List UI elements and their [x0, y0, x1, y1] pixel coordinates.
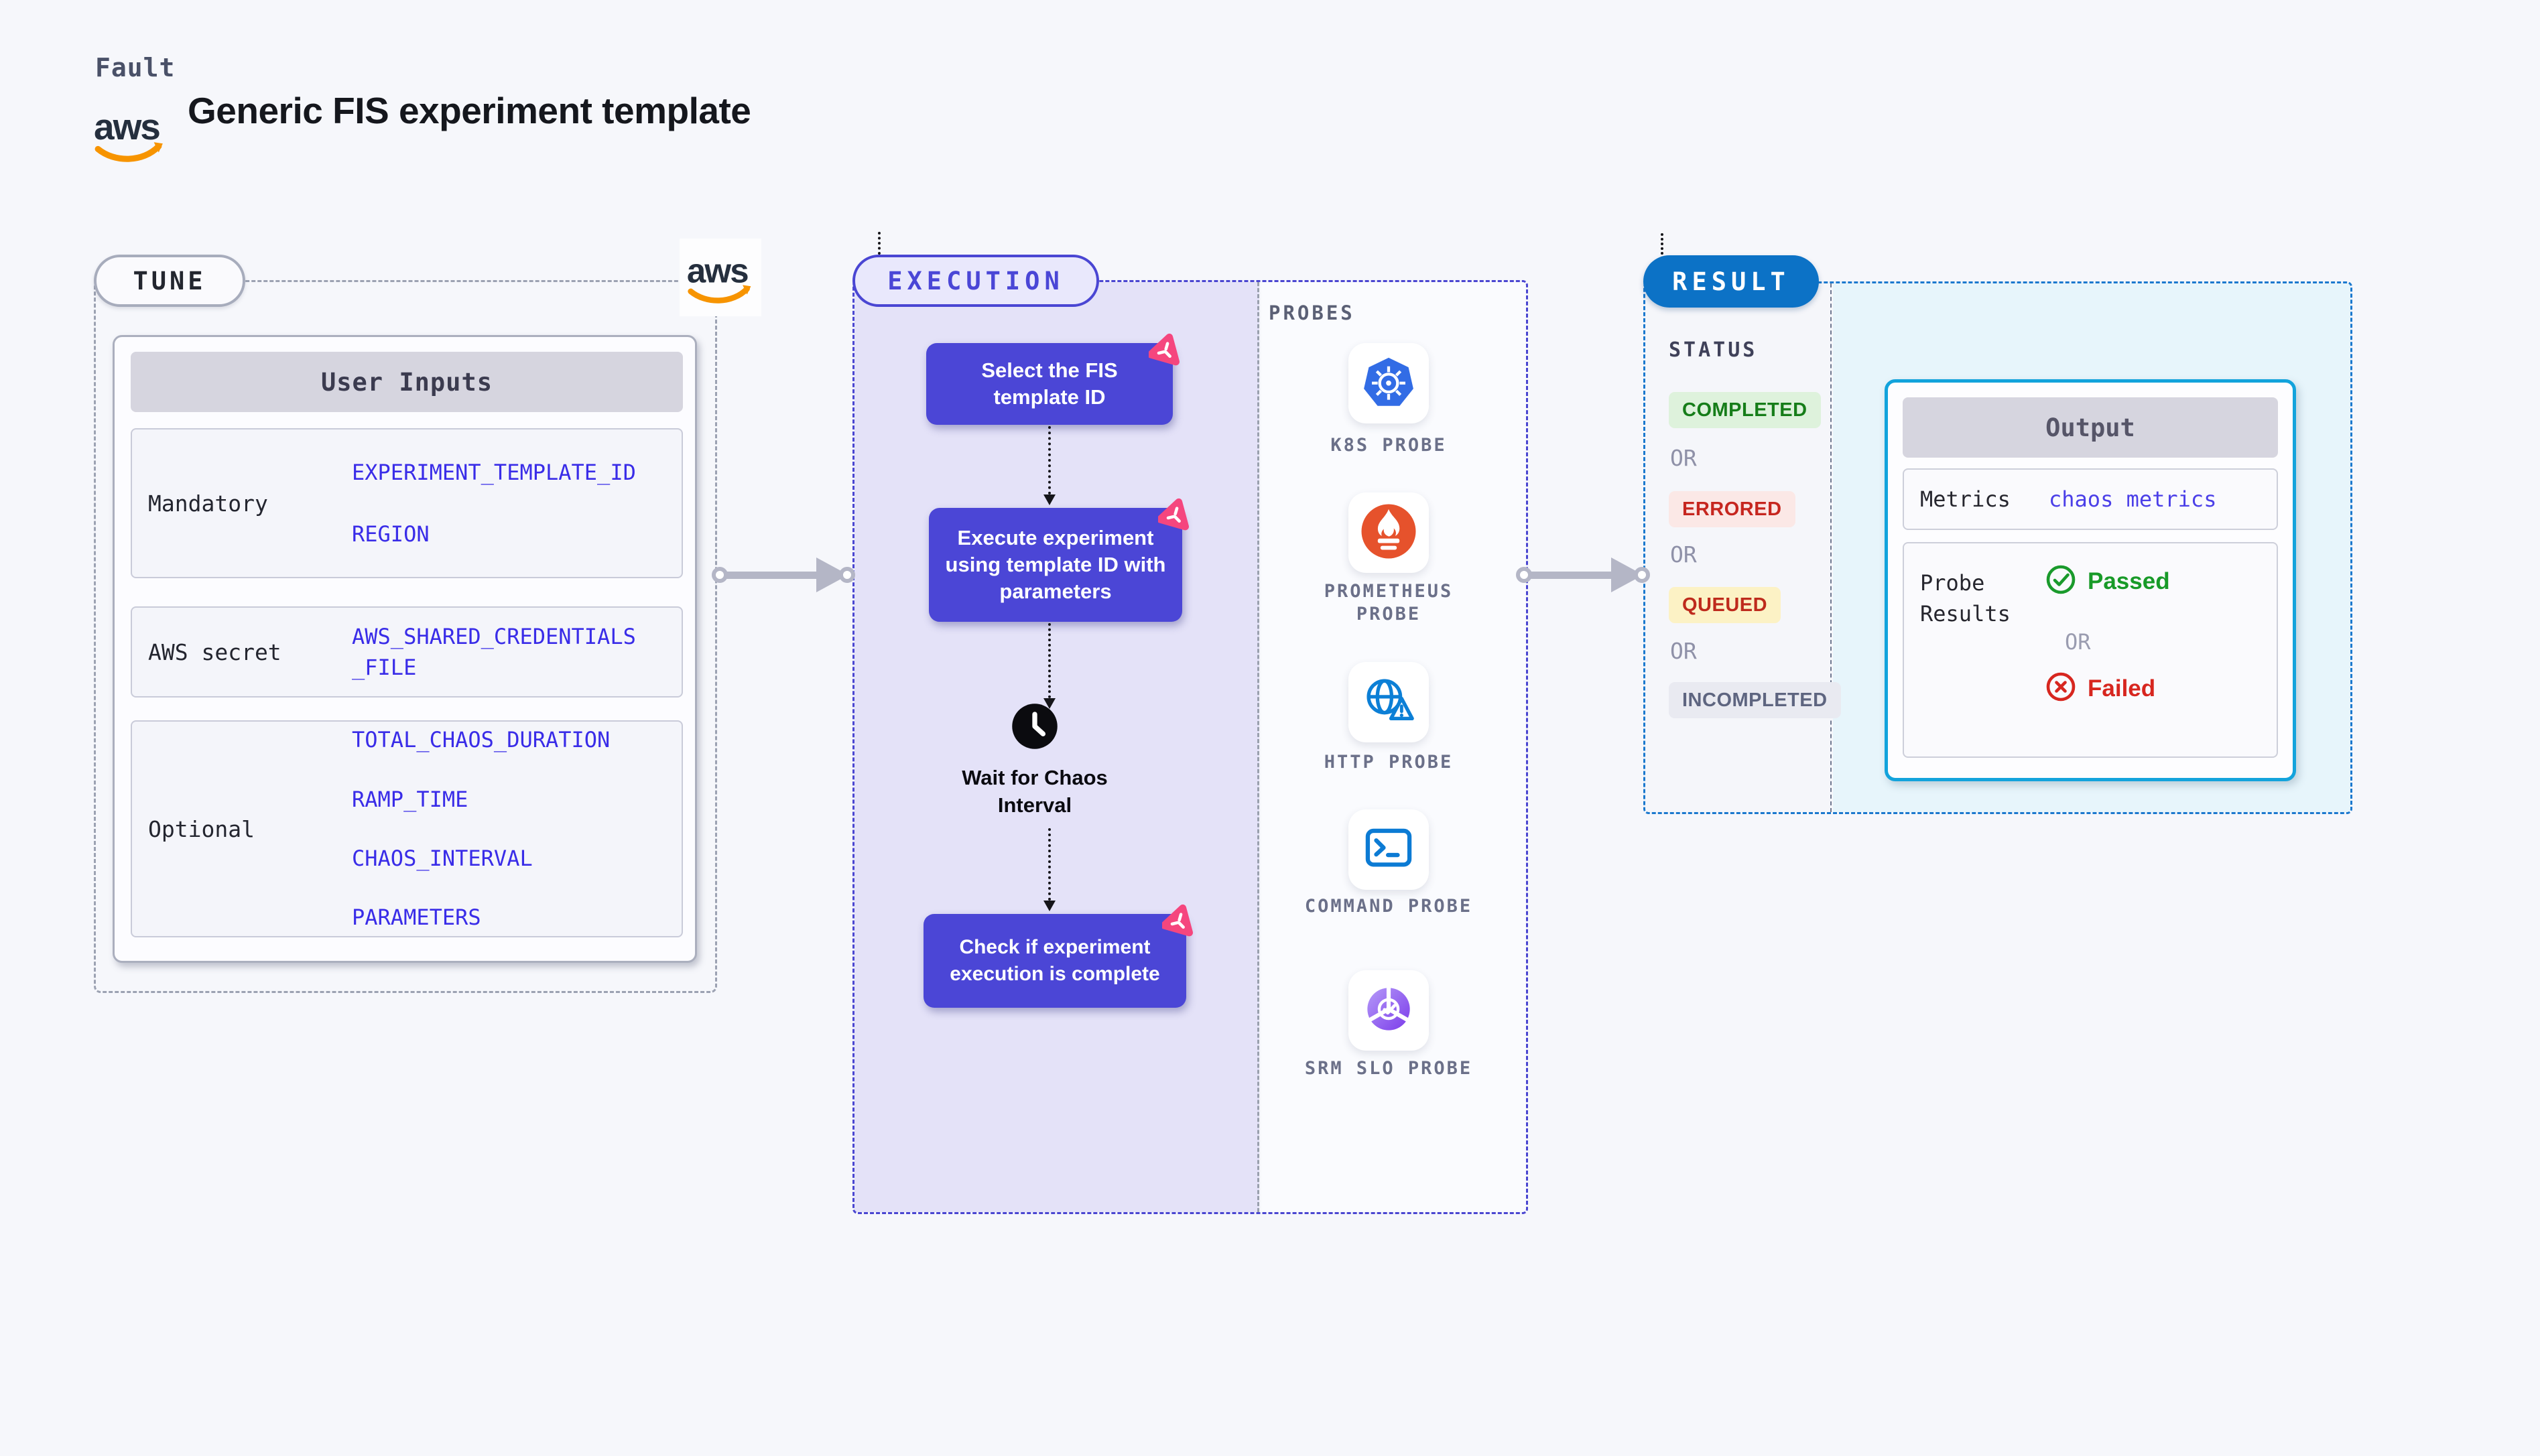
input-value: TOTAL_CHAOS_DURATION	[352, 727, 611, 753]
status-badge-queued: QUEUED	[1669, 587, 1781, 623]
probe-card-http	[1348, 662, 1429, 742]
failed-label: Failed	[2088, 675, 2156, 702]
step-label: Check if experiment execution is complet…	[950, 936, 1160, 985]
step-wait-label: Wait for Chaos Interval	[962, 766, 1108, 817]
tune-section-badge: TUNE	[94, 255, 245, 307]
input-value: EXPERIMENT_TEMPLATE_ID	[352, 459, 636, 485]
table-row-optional: Optional TOTAL_CHAOS_DURATION RAMP_TIME …	[131, 720, 683, 937]
metrics-label: Metrics	[1920, 486, 2011, 512]
output-title: Output	[1903, 397, 2278, 458]
status-title: STATUS	[1669, 338, 1758, 362]
arrow-execution-to-result	[1516, 557, 1650, 592]
arrow-shaft	[1529, 571, 1614, 579]
probe-card-command	[1348, 809, 1429, 890]
input-value: CHAOS_INTERVAL	[352, 846, 533, 871]
connector-dot	[1516, 567, 1532, 583]
check-circle-icon	[2045, 564, 2077, 599]
probe-results-row: Probe Results Passed OR	[1903, 542, 2278, 758]
metrics-row: Metrics chaos metrics	[1903, 468, 2278, 530]
probes-title: PROBES	[1269, 302, 1355, 324]
step-select-template: Select the FIS template ID	[926, 333, 1180, 425]
srm-slo-donut-icon	[1359, 980, 1418, 1042]
output-or-label: OR	[2065, 629, 2091, 655]
svg-text:aws: aws	[94, 106, 160, 147]
input-value: RAMP_TIME	[352, 786, 468, 812]
clock-icon	[1011, 702, 1059, 750]
chaos-experiment-badge-icon	[1160, 902, 1197, 937]
status-badge-errored: ERRORED	[1669, 491, 1795, 527]
row-label: Mandatory	[148, 490, 268, 517]
input-value: AWS_SHARED_CREDENTIALS_FILE	[352, 623, 636, 680]
step-label: Select the FIS template ID	[981, 358, 1118, 409]
probe-label: PROMETHEUS PROBE	[1324, 581, 1454, 624]
probe-label: SRM SLO PROBE	[1304, 1058, 1473, 1079]
flow-connector	[1043, 426, 1056, 505]
probe-label: K8S PROBE	[1330, 435, 1447, 456]
execution-flow-panel	[854, 282, 1259, 1212]
probe-label: HTTP PROBE	[1324, 752, 1454, 773]
probes-panel	[1261, 282, 1526, 1212]
chaos-experiment-badge-icon	[1156, 496, 1193, 531]
terminal-icon	[1360, 820, 1417, 880]
probe-card-srm-slo	[1348, 970, 1429, 1051]
input-value: PARAMETERS	[352, 905, 481, 931]
row-label: Optional	[148, 815, 255, 842]
output-card: Output Metrics chaos metrics Probe Resul…	[1885, 379, 2296, 781]
x-circle-icon	[2045, 671, 2077, 706]
probe-result-passed: Passed	[2045, 564, 2170, 599]
aws-logo-icon: aws	[92, 99, 168, 169]
probe-card-prometheus	[1348, 492, 1429, 573]
aws-logo-icon-tune: aws	[680, 239, 761, 316]
execution-section-container	[852, 280, 1528, 1214]
http-globe-icon	[1359, 671, 1418, 734]
flow-connector	[1043, 623, 1056, 709]
prometheus-icon	[1358, 501, 1419, 565]
metrics-value: chaos metrics	[2049, 486, 2217, 512]
brand-fault-label: Fault	[95, 53, 176, 82]
page-title: Generic FIS experiment template	[188, 90, 751, 131]
probe-label: COMMAND PROBE	[1304, 896, 1473, 917]
step-execute-experiment: Execute experiment using template ID wit…	[929, 498, 1189, 622]
kubernetes-icon	[1360, 353, 1417, 414]
arrow-shaft	[725, 571, 819, 579]
user-inputs-card: User Inputs Mandatory EXPERIMENT_TEMPLAT…	[113, 335, 697, 963]
step-label: Execute experiment using template ID wit…	[945, 526, 1166, 603]
connector-dot	[1634, 567, 1650, 583]
step-check-complete: Check if experiment execution is complet…	[924, 904, 1193, 1008]
status-or-label: OR	[1670, 445, 1697, 471]
connector-dot	[712, 567, 728, 583]
probe-results-label: Probe Results	[1920, 570, 2011, 626]
result-section-badge: RESULT	[1643, 255, 1819, 308]
svg-text:aws: aws	[687, 252, 748, 290]
row-label: AWS secret	[148, 639, 281, 665]
input-value: REGION	[352, 521, 430, 547]
user-inputs-title: User Inputs	[131, 352, 683, 412]
passed-label: Passed	[2088, 568, 2170, 594]
status-strip	[1645, 283, 1832, 812]
status-badge-completed: COMPLETED	[1669, 392, 1821, 428]
status-or-label: OR	[1670, 638, 1697, 664]
connector-dot	[839, 567, 855, 583]
table-row-mandatory: Mandatory EXPERIMENT_TEMPLATE_ID REGION	[131, 428, 683, 578]
execution-section-badge: EXECUTION	[852, 255, 1099, 307]
probe-card-k8s	[1348, 343, 1429, 423]
table-row-aws-secret: AWS secret AWS_SHARED_CREDENTIALS_FILE	[131, 606, 683, 698]
tune-section-container	[94, 280, 717, 993]
entry-stub-line	[1661, 233, 1663, 255]
probe-result-failed: Failed	[2045, 671, 2155, 706]
status-or-label: OR	[1670, 541, 1697, 568]
status-badge-incompleted: INCOMPLETED	[1669, 682, 1841, 718]
flow-connector	[1043, 828, 1056, 911]
chaos-experiment-badge-icon	[1147, 331, 1184, 366]
arrow-tune-to-execution	[712, 557, 855, 592]
entry-stub-line	[878, 232, 881, 255]
